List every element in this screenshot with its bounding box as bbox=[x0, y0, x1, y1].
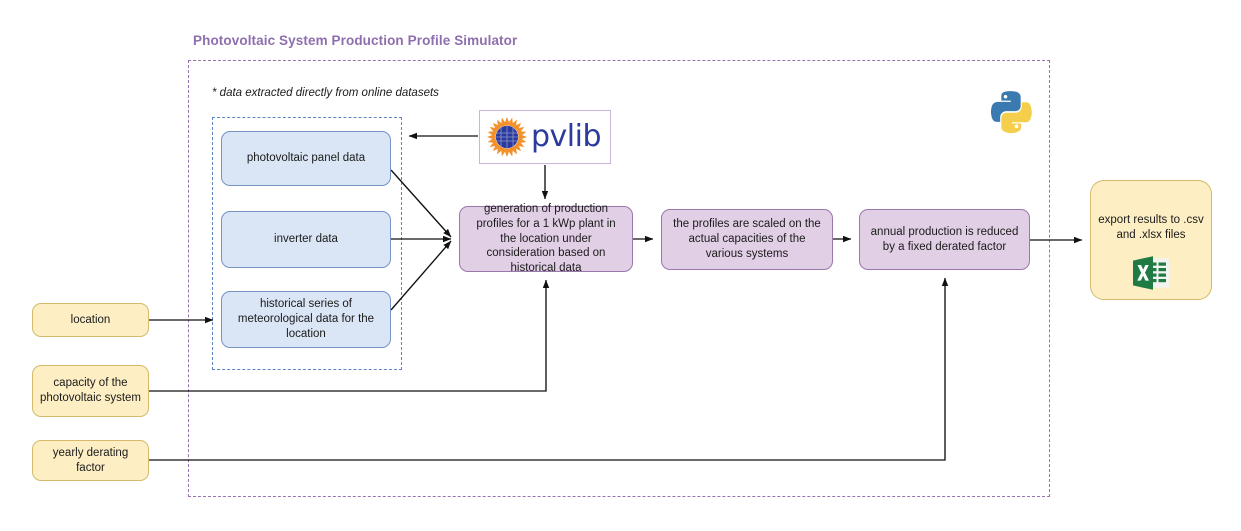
node-inverter-data[interactable]: inverter data bbox=[221, 211, 391, 268]
node-annual-production-derated[interactable]: annual production is reduced by a fixed … bbox=[859, 209, 1030, 270]
node-label: inverter data bbox=[274, 233, 338, 246]
node-label: photovoltaic panel data bbox=[246, 152, 366, 165]
node-label: location bbox=[70, 313, 111, 326]
excel-icon bbox=[1133, 256, 1169, 291]
python-logo-icon bbox=[990, 91, 1032, 134]
pvlib-wordmark: pvlib bbox=[531, 119, 602, 154]
node-input-yearly-derating-factor[interactable]: yearly derating factor bbox=[32, 440, 149, 481]
page-title: Photovoltaic System Production Profile S… bbox=[193, 33, 518, 48]
footnote-text: * data extracted directly from online da… bbox=[212, 87, 439, 99]
node-label: generation of production profiles for a … bbox=[476, 203, 616, 275]
pvlib-sun-icon bbox=[487, 117, 527, 157]
node-generation-of-production-profiles[interactable]: generation of production profiles for a … bbox=[459, 203, 633, 274]
node-label: export results to .csv and .xlsx files bbox=[1098, 214, 1204, 241]
node-profiles-scaled-to-capacities[interactable]: the profiles are scaled on the actual ca… bbox=[661, 209, 833, 270]
node-photovoltaic-panel-data[interactable]: photovoltaic panel data bbox=[221, 131, 391, 186]
node-input-capacity[interactable]: capacity of the photovoltaic system bbox=[32, 365, 149, 417]
node-label: historical series of meteorological data… bbox=[237, 298, 375, 340]
pvlib-logo-card: pvlib bbox=[479, 110, 611, 164]
node-historical-meteorological-data[interactable]: historical series of meteorological data… bbox=[221, 291, 391, 348]
node-label: yearly derating factor bbox=[52, 446, 129, 474]
node-input-location[interactable]: location bbox=[32, 303, 149, 337]
node-label: the profiles are scaled on the actual ca… bbox=[673, 218, 821, 260]
node-label: annual production is reduced by a fixed … bbox=[870, 225, 1019, 253]
node-export-results[interactable]: export results to .csv and .xlsx files bbox=[1090, 180, 1212, 300]
node-label: capacity of the photovoltaic system bbox=[40, 377, 141, 404]
